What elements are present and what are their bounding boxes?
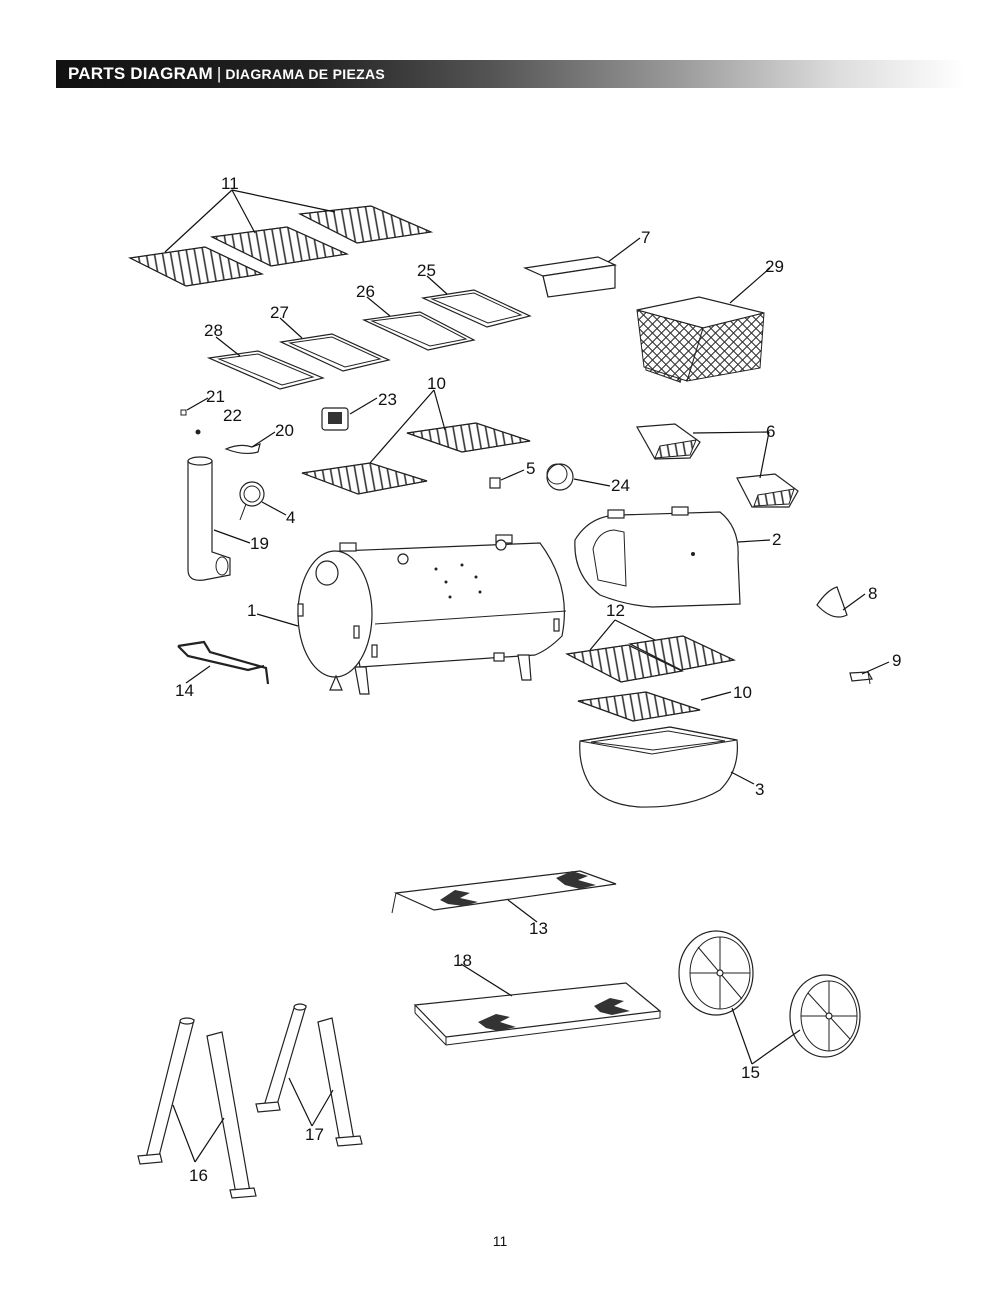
ash-tray-upper bbox=[636, 423, 701, 460]
pan-25 bbox=[420, 289, 532, 328]
leader-lines bbox=[164, 189, 890, 1163]
pan-28 bbox=[206, 350, 325, 390]
part-number-labels: 11 7 29 25 26 27 28 10 21 22 23 20 6 5 2… bbox=[175, 174, 901, 1185]
part-label-3: 3 bbox=[755, 780, 764, 799]
chimney-stack bbox=[187, 456, 231, 581]
part-label-8: 8 bbox=[868, 584, 877, 603]
damper-24 bbox=[546, 463, 574, 491]
bolt-21 bbox=[180, 409, 187, 416]
part-label-9: 9 bbox=[892, 651, 901, 670]
header-separator: | bbox=[216, 64, 222, 83]
pan-27 bbox=[278, 333, 391, 372]
handle-20 bbox=[224, 443, 261, 455]
header-text: PARTS DIAGRAM|DIAGRAMA DE PIEZAS bbox=[68, 64, 385, 84]
header-title: PARTS DIAGRAM bbox=[68, 64, 213, 83]
part-label-28: 28 bbox=[204, 321, 223, 340]
part-label-10-lower: 10 bbox=[733, 683, 752, 702]
part-label-22: 22 bbox=[223, 406, 242, 425]
part-label-15: 15 bbox=[741, 1063, 760, 1082]
part-label-2: 2 bbox=[772, 530, 781, 549]
part-label-29: 29 bbox=[765, 257, 784, 276]
page-number: 11 bbox=[492, 1233, 508, 1249]
part-label-25: 25 bbox=[417, 261, 436, 280]
nut-22 bbox=[195, 429, 201, 435]
part-label-14: 14 bbox=[175, 681, 194, 700]
header-subtitle: DIAGRAMA DE PIEZAS bbox=[225, 66, 385, 82]
firebox-grate-right bbox=[628, 635, 736, 671]
firebox-grate-left bbox=[565, 644, 684, 683]
temperature-gauge bbox=[321, 407, 349, 431]
bottom-shelf bbox=[413, 982, 662, 1046]
firebox-cover-plate bbox=[522, 256, 618, 298]
part-label-17: 17 bbox=[305, 1125, 324, 1144]
part-label-18: 18 bbox=[453, 951, 472, 970]
part-label-5: 5 bbox=[526, 459, 535, 478]
cooking-grate-top-left bbox=[128, 246, 265, 287]
bracket-9 bbox=[849, 671, 873, 685]
part-label-6: 6 bbox=[766, 422, 775, 441]
charcoal-basket bbox=[636, 296, 765, 384]
part-label-4: 4 bbox=[286, 508, 295, 527]
part-label-24: 24 bbox=[611, 476, 630, 495]
front-shelf bbox=[391, 870, 617, 914]
firebox-grate-lower bbox=[577, 691, 701, 722]
part-label-20: 20 bbox=[275, 421, 294, 440]
cooking-grate-top-middle bbox=[209, 226, 350, 267]
latch-8 bbox=[816, 586, 848, 618]
part-label-7: 7 bbox=[641, 228, 650, 247]
part-label-19: 19 bbox=[250, 534, 269, 553]
knob-5 bbox=[489, 477, 501, 489]
section-header: PARTS DIAGRAM|DIAGRAMA DE PIEZAS bbox=[56, 60, 966, 88]
pan-26 bbox=[361, 311, 476, 351]
part-label-13: 13 bbox=[529, 919, 548, 938]
cooking-grate-top-right bbox=[297, 205, 434, 244]
warming-grate-left bbox=[301, 462, 428, 495]
warming-grate-right bbox=[406, 422, 531, 453]
firebox-bottom bbox=[579, 726, 738, 808]
side-handle bbox=[177, 640, 270, 685]
part-label-26: 26 bbox=[356, 282, 375, 301]
leg-pair-16 bbox=[137, 1017, 257, 1199]
firebox-lid bbox=[574, 506, 741, 608]
thermometer bbox=[239, 481, 265, 521]
wheel-upper bbox=[678, 930, 754, 1016]
part-label-11: 11 bbox=[221, 174, 239, 193]
ash-tray-lower bbox=[736, 473, 799, 508]
part-label-16: 16 bbox=[189, 1166, 208, 1185]
leg-pair-17 bbox=[255, 1003, 363, 1147]
part-label-12: 12 bbox=[606, 601, 625, 620]
part-label-1: 1 bbox=[247, 601, 256, 620]
part-label-21: 21 bbox=[206, 387, 225, 406]
part-label-23: 23 bbox=[378, 390, 397, 409]
main-cooking-chamber bbox=[297, 534, 567, 695]
part-label-27: 27 bbox=[270, 303, 289, 322]
wheel-lower bbox=[789, 974, 861, 1058]
part-label-10-upper: 10 bbox=[427, 374, 446, 393]
